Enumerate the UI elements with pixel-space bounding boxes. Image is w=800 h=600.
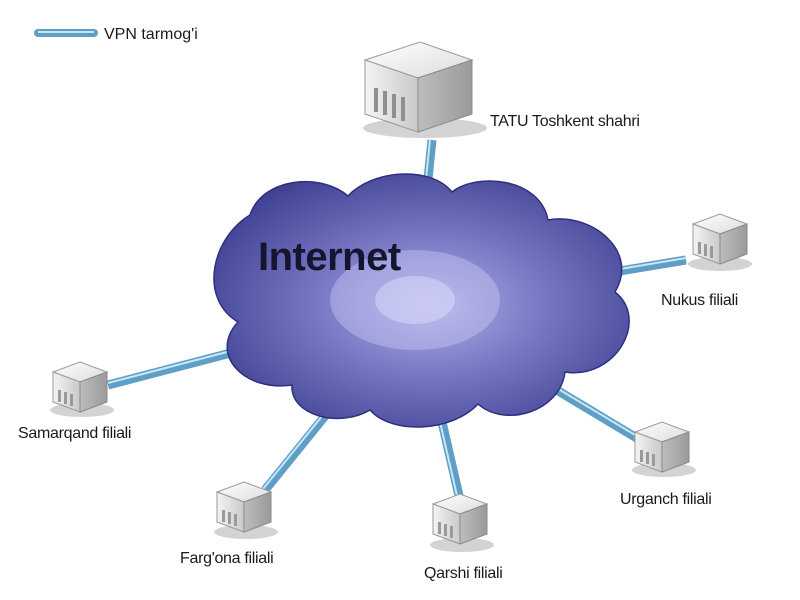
nukus-label: Nukus filiali <box>661 292 738 309</box>
nukus-building-icon <box>691 213 749 265</box>
internet-cloud: Internet <box>213 173 630 428</box>
legend-line-icon <box>34 29 98 37</box>
samarqand-label: Samarqand filiali <box>18 425 131 442</box>
qarshi-label: Qarshi filiali <box>424 565 503 582</box>
fargona-label: Farg'ona filiali <box>180 550 273 567</box>
hq-label: TATU Toshkent shahri <box>490 113 640 130</box>
legend: VPN tarmog'i <box>34 26 198 43</box>
urganch-building-icon <box>633 421 691 473</box>
legend-label: VPN tarmog'i <box>104 26 198 43</box>
cloud-shape <box>213 173 630 428</box>
fargona-building-icon <box>215 481 273 533</box>
cloud-label: Internet <box>258 235 401 279</box>
hq-building-icon <box>363 41 474 133</box>
urganch-label: Urganch filiali <box>620 491 712 508</box>
samarqand-building-icon <box>51 361 109 413</box>
qarshi-building-icon <box>431 493 489 545</box>
